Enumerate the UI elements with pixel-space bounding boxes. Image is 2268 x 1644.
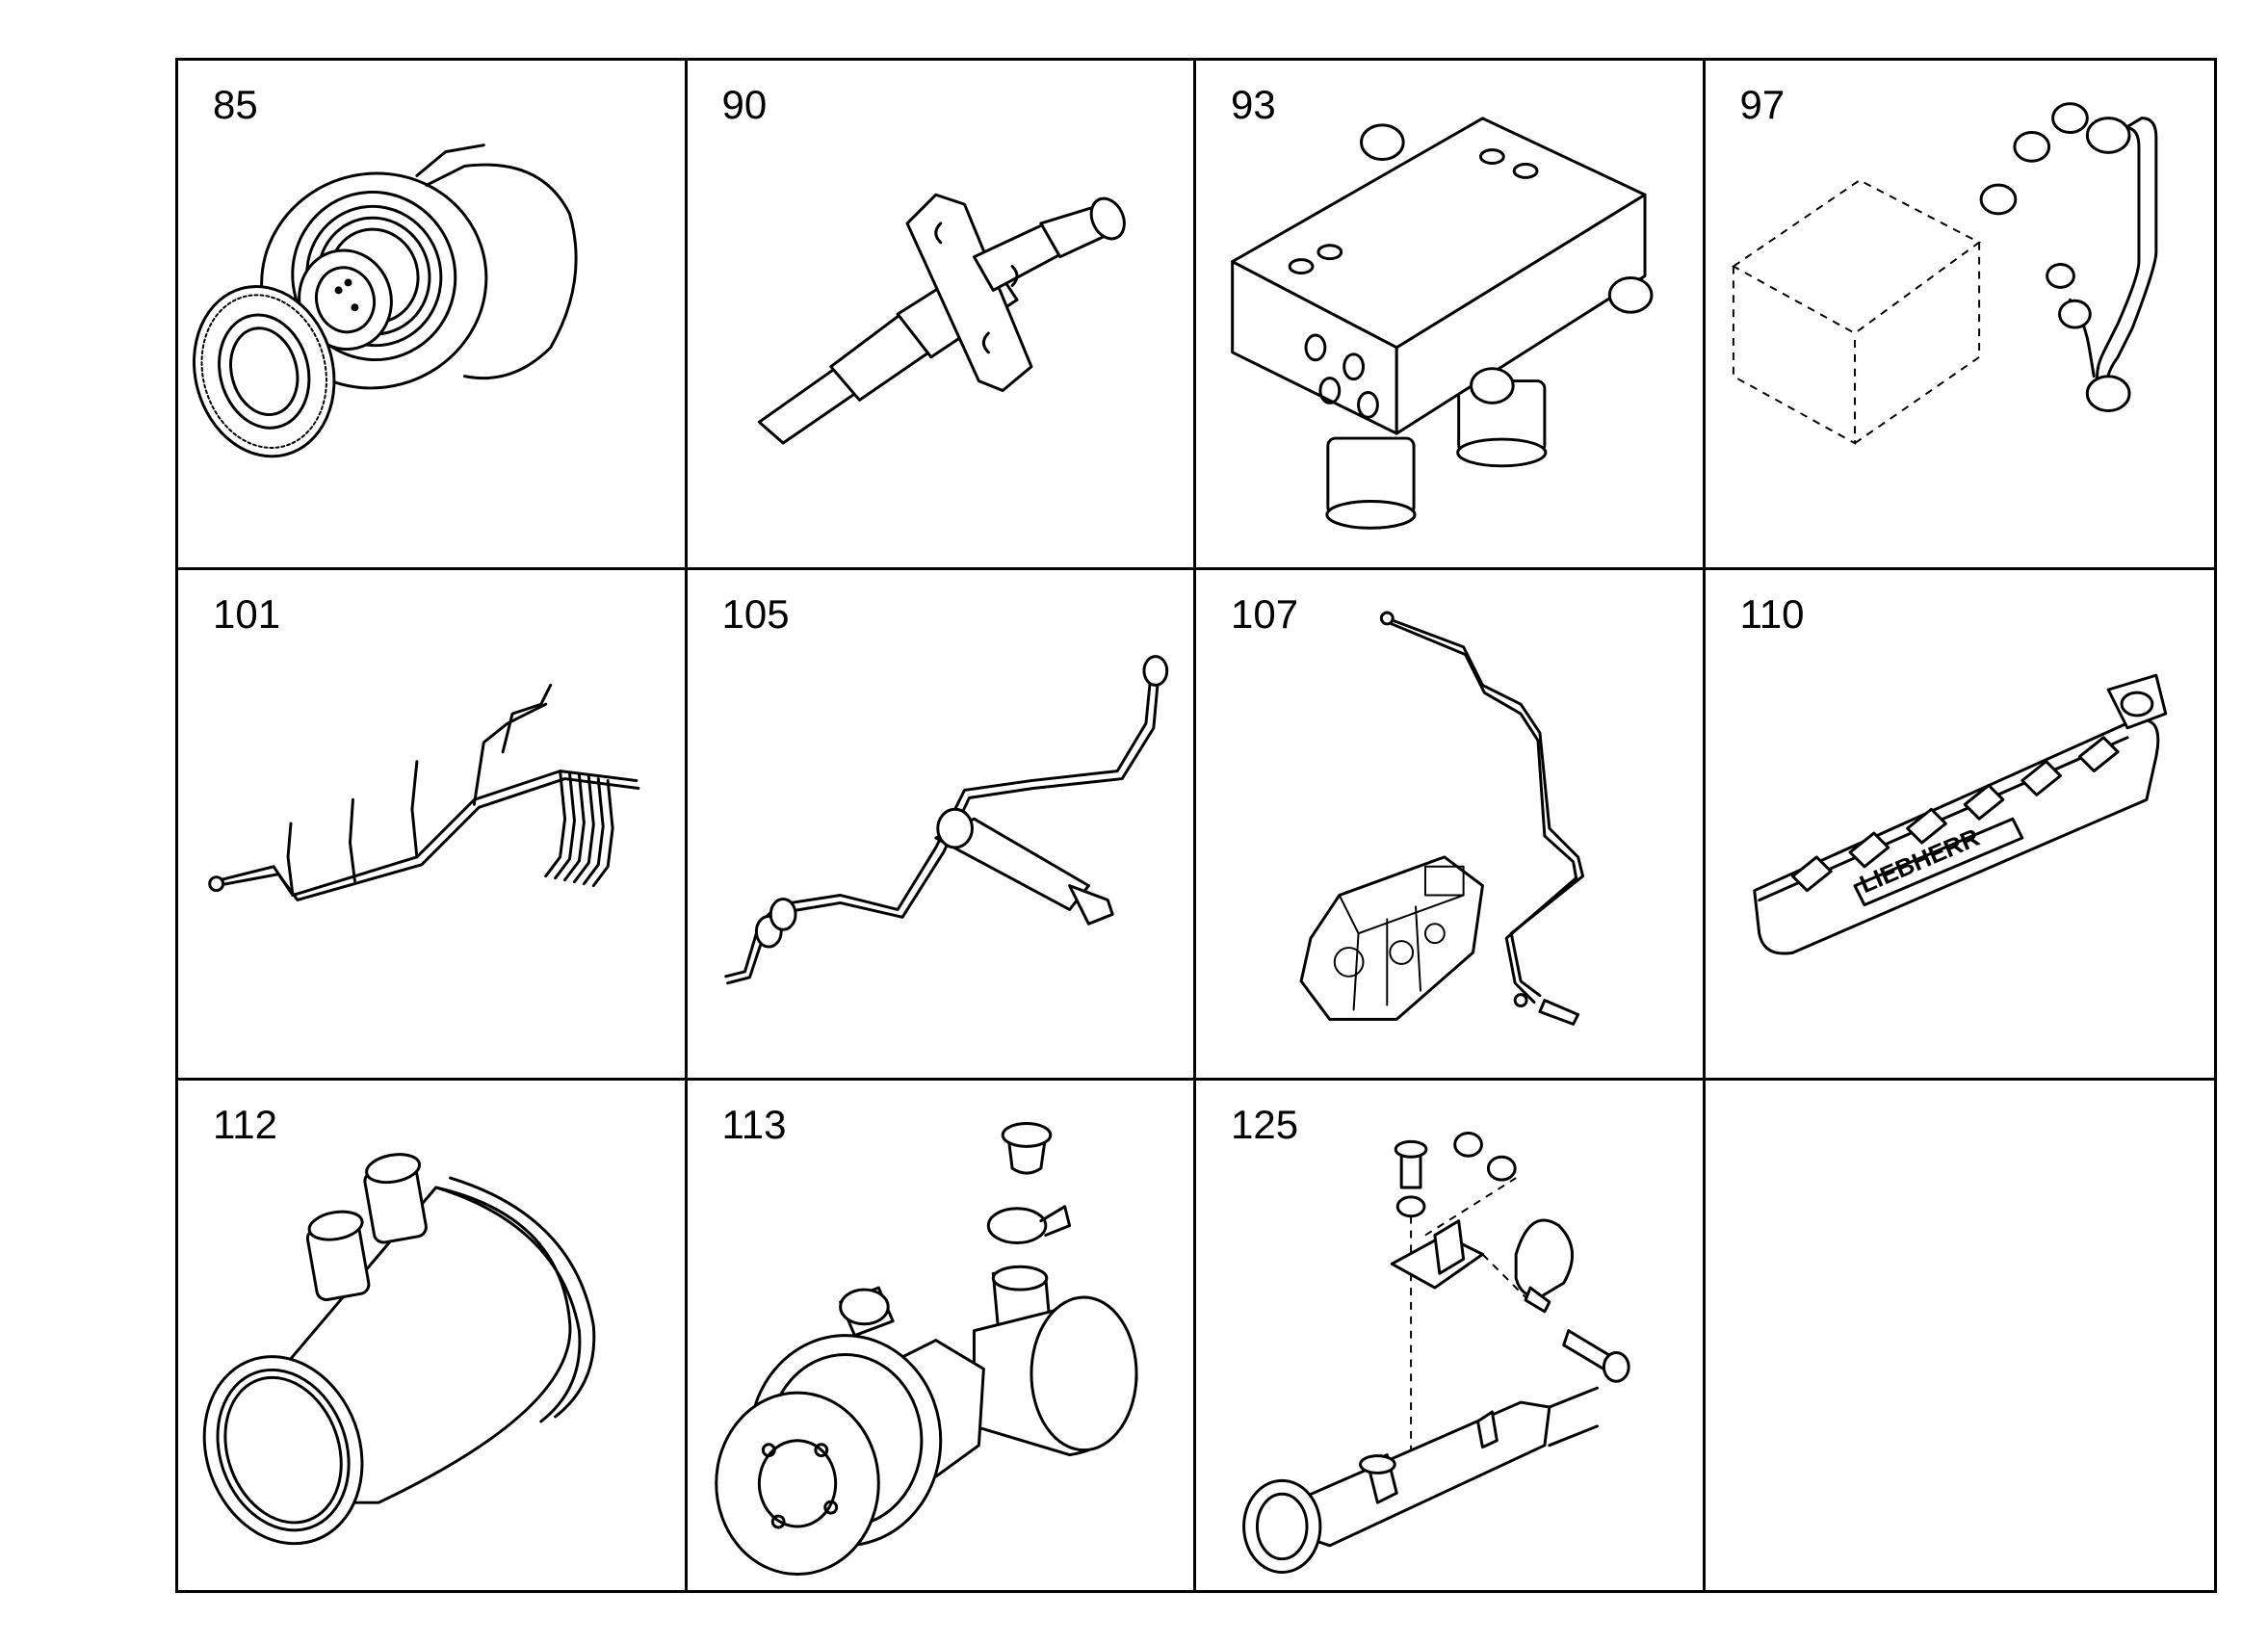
injection-nozzle-drawing — [688, 61, 1194, 567]
part-cell-107[interactable]: 107 — [1196, 570, 1706, 1081]
part-cell-105[interactable]: 105 — [687, 570, 1196, 1081]
fuel-lines-drawing — [1706, 61, 2215, 567]
part-number-label: 112 — [213, 1101, 277, 1147]
injector-with-line-drawing — [688, 570, 1194, 1077]
intake-pipe-drawing — [178, 1081, 685, 1590]
part-cell-101[interactable]: 101 — [178, 570, 688, 1081]
part-number-label: 101 — [213, 591, 281, 638]
parts-catalog-grid: 85 90 — [175, 58, 2217, 1593]
part-number-label: 125 — [1231, 1101, 1299, 1147]
exhaust-manifold-drawing: LIEBHERR — [1706, 570, 2215, 1077]
part-number-label: 93 — [1231, 82, 1276, 127]
part-cell-110[interactable]: 110 LIEBHERR — [1705, 570, 2215, 1081]
part-number-label: 85 — [213, 82, 258, 127]
injection-line-set-drawing — [178, 570, 685, 1077]
part-number-label: 90 — [721, 82, 768, 127]
part-cell-97[interactable]: 97 — [1705, 61, 2215, 571]
turbocharger-drawing — [688, 1081, 1194, 1590]
part-number-label: 113 — [721, 1101, 787, 1147]
pump-drive-gear-drawing — [178, 61, 685, 567]
injection-pump-with-line-drawing — [1196, 570, 1703, 1077]
part-cell-85[interactable]: 85 — [178, 61, 688, 571]
part-cell-125[interactable]: 125 — [1196, 1080, 1706, 1590]
part-cell-112[interactable]: 112 — [178, 1080, 688, 1590]
part-number-label: 110 — [1739, 591, 1805, 638]
part-number-label: 105 — [721, 591, 790, 638]
part-cell-113[interactable]: 113 — [687, 1080, 1196, 1590]
part-cell-empty — [1705, 1080, 2214, 1590]
part-cell-93[interactable]: 93 — [1196, 61, 1706, 571]
part-cell-90[interactable]: 90 — [687, 61, 1196, 571]
part-number-label: 107 — [1231, 591, 1299, 638]
part-number-label: 97 — [1739, 82, 1786, 127]
distributor-block-drawing — [1196, 61, 1703, 567]
manifold-bracket-assembly-drawing — [1196, 1081, 1703, 1590]
